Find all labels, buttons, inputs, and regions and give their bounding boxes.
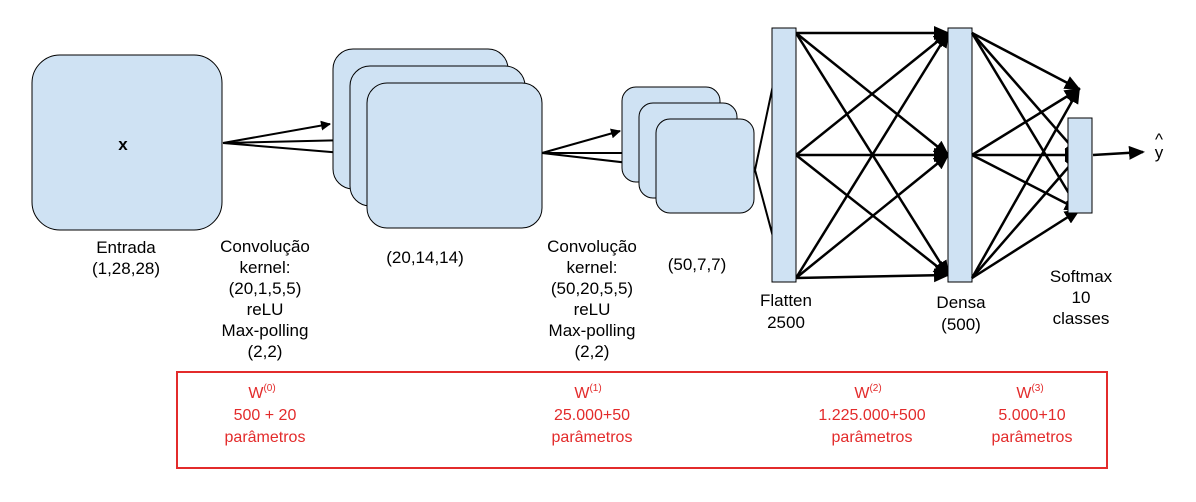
- svg-text:Max-polling: Max-polling: [549, 321, 636, 340]
- svg-text:1.225.000+500: 1.225.000+500: [818, 407, 925, 424]
- fmap2-label: (50,7,7): [668, 255, 727, 274]
- svg-text:Convolução: Convolução: [220, 237, 310, 256]
- output-symbol: y: [1155, 143, 1164, 162]
- svg-text:5.000+10: 5.000+10: [998, 407, 1065, 424]
- softmax-label: Softmax 10 classes: [1050, 267, 1113, 328]
- svg-text:500 + 20: 500 + 20: [234, 407, 297, 424]
- svg-text:W(3): W(3): [1016, 383, 1043, 402]
- svg-text:(20,1,5,5): (20,1,5,5): [229, 279, 302, 298]
- svg-text:Entrada: Entrada: [96, 238, 156, 257]
- conv2-label: Convolução kernel: (50,20,5,5) reLU Max-…: [547, 237, 637, 361]
- svg-text:classes: classes: [1053, 309, 1110, 328]
- weights-0: W(0) 500 + 20 parâmetros: [225, 383, 306, 446]
- feature-map-2: [621, 86, 755, 214]
- output-arrow: [1092, 145, 1145, 160]
- svg-text:parâmetros: parâmetros: [225, 429, 306, 446]
- svg-text:25.000+50: 25.000+50: [554, 407, 630, 424]
- svg-text:kernel:: kernel:: [239, 258, 290, 277]
- svg-text:parâmetros: parâmetros: [992, 429, 1073, 446]
- svg-text:parâmetros: parâmetros: [552, 429, 633, 446]
- parameters-box: [176, 371, 1108, 469]
- svg-text:(1,28,28): (1,28,28): [92, 259, 160, 278]
- svg-text:(50,20,5,5): (50,20,5,5): [551, 279, 633, 298]
- svg-text:W(0): W(0): [248, 383, 275, 402]
- weights-2: W(2) 1.225.000+500 parâmetros: [818, 383, 925, 446]
- svg-text:2500: 2500: [767, 313, 805, 332]
- weights-1: W(1) 25.000+50 parâmetros: [552, 383, 633, 446]
- conv1-label: Convolução kernel: (20,1,5,5) reLU Max-p…: [220, 237, 310, 361]
- svg-text:(2,2): (2,2): [248, 342, 283, 361]
- softmax-layer: [1067, 117, 1093, 214]
- svg-text:reLU: reLU: [574, 300, 611, 319]
- input-label: Entrada (1,28,28): [92, 238, 160, 278]
- svg-text:kernel:: kernel:: [566, 258, 617, 277]
- input-box: [31, 54, 223, 231]
- svg-text:reLU: reLU: [247, 300, 284, 319]
- svg-text:(500): (500): [941, 315, 981, 334]
- svg-text:Densa: Densa: [936, 293, 986, 312]
- svg-text:W(1): W(1): [574, 383, 601, 402]
- flatten-dense-connections: [794, 26, 950, 283]
- input-symbol: x: [118, 135, 128, 154]
- flatten-layer: [771, 27, 797, 283]
- svg-text:Softmax: Softmax: [1050, 267, 1113, 286]
- weights-3: W(3) 5.000+10 parâmetros: [992, 383, 1073, 446]
- fmap1-label: (20,14,14): [386, 248, 464, 267]
- flatten-label: Flatten 2500: [760, 291, 812, 332]
- svg-text:(2,2): (2,2): [575, 342, 610, 361]
- svg-text:W(2): W(2): [854, 383, 881, 402]
- dense-label: Densa (500): [936, 293, 986, 334]
- svg-text:Max-polling: Max-polling: [222, 321, 309, 340]
- svg-text:Convolução: Convolução: [547, 237, 637, 256]
- svg-text:parâmetros: parâmetros: [832, 429, 913, 446]
- output-hat: ^: [1155, 130, 1163, 149]
- dense-layer: [947, 27, 973, 283]
- svg-text:Flatten: Flatten: [760, 291, 812, 310]
- feature-map-1: [332, 48, 543, 229]
- svg-text:10: 10: [1072, 288, 1091, 307]
- dense-softmax-connections: [970, 31, 1081, 280]
